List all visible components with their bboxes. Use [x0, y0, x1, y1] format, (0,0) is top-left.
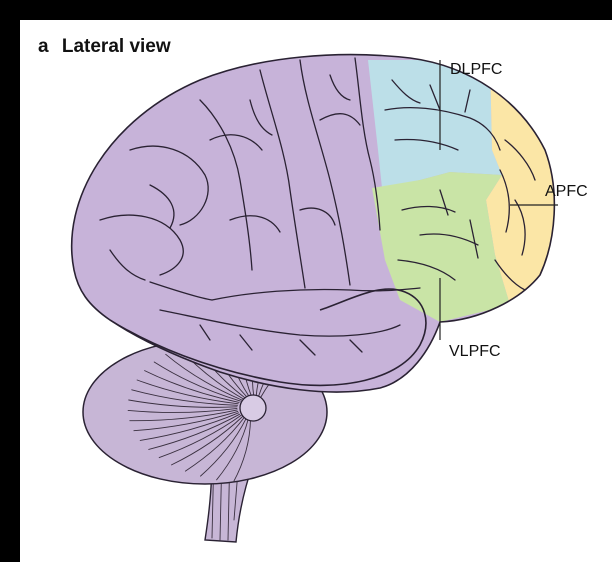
label-vlpfc: VLPFC: [449, 343, 501, 360]
panel-title: Lateral view: [62, 36, 171, 57]
label-dlpfc: DLPFC: [450, 61, 502, 78]
panel-letter: a: [38, 36, 49, 57]
svg-text:a Lateral view: a Lateral view: [38, 36, 171, 57]
label-apfc: APFC: [545, 183, 588, 200]
cerebrum: [72, 55, 570, 392]
